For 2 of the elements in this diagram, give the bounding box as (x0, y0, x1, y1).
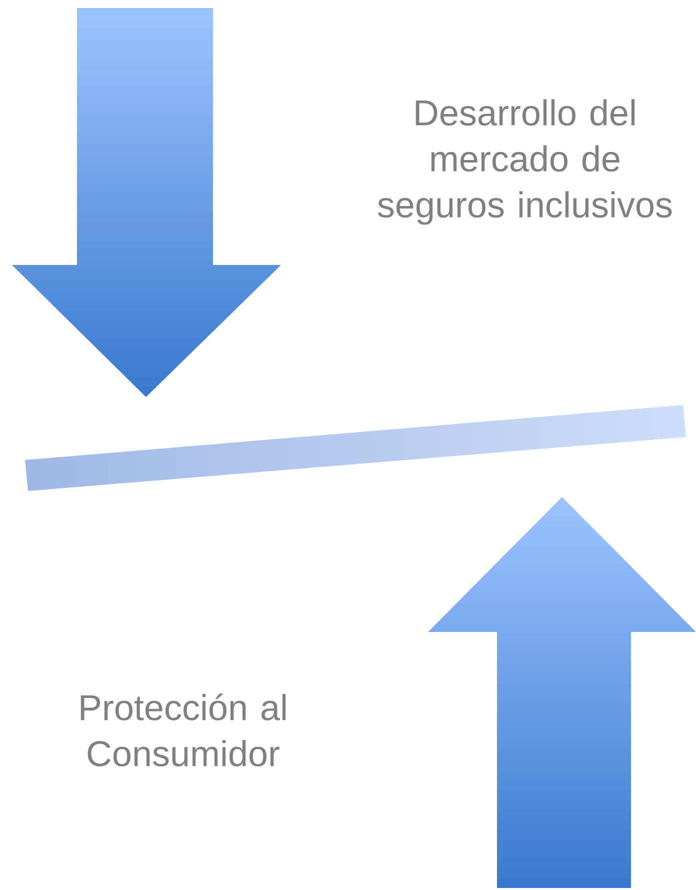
label-text: Protección al Consumidor (80, 694, 286, 766)
label-text: Desarrollo del mercado de seguros inclusivos (378, 99, 672, 225)
